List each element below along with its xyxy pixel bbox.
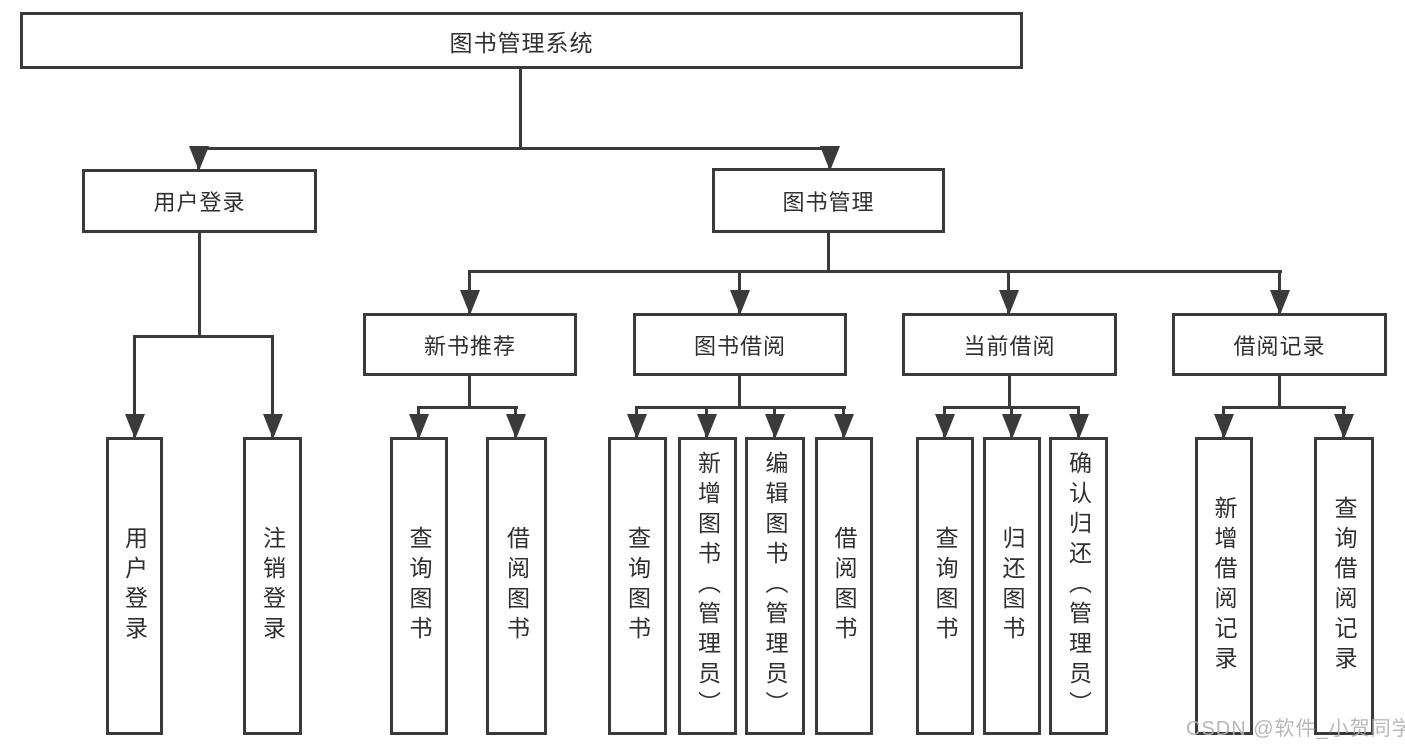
node-library-management-system: 图书管理系统 xyxy=(20,12,1023,69)
leaf-query-books-1: 查询图书 xyxy=(390,437,448,735)
connector-root-stem xyxy=(519,68,522,150)
arrow-to-query-books-2 xyxy=(635,409,638,437)
arrow-to-add-books xyxy=(705,409,708,437)
connector-root-bar xyxy=(197,147,833,150)
connector-current-borrowing-bar xyxy=(943,406,1080,409)
leaf-add-borrow-record: 新增借阅记录 xyxy=(1195,437,1253,735)
leaf-borrow-books-2: 借阅图书 xyxy=(815,437,873,735)
arrow-to-borrowing-records xyxy=(1278,273,1281,313)
leaf-add-books-admin: 新增图书（管理员） xyxy=(678,437,737,735)
arrow-to-edit-books xyxy=(773,409,776,437)
connector-new-book-bar xyxy=(417,406,518,409)
connector-borrowing-records-bar xyxy=(1222,406,1346,409)
arrow-to-user-login-leaf xyxy=(133,338,136,437)
leaf-query-books-3: 查询图书 xyxy=(916,437,974,735)
leaf-borrow-books-1: 借阅图书 xyxy=(486,437,547,735)
arrow-to-query-books-1 xyxy=(417,409,420,437)
node-book-borrowing: 图书借阅 xyxy=(633,313,847,376)
arrow-to-borrow-books-2 xyxy=(842,409,845,437)
leaf-user-login: 用户登录 xyxy=(106,437,163,735)
leaf-logout: 注销登录 xyxy=(243,437,302,735)
arrow-to-borrow-books-1 xyxy=(514,409,517,437)
leaf-edit-books-admin: 编辑图书（管理员） xyxy=(745,437,805,735)
node-new-book-recommend: 新书推荐 xyxy=(363,313,577,376)
arrow-to-new-book-recommend xyxy=(468,273,471,313)
arrow-to-book-management xyxy=(828,150,831,169)
arrow-to-confirm-return xyxy=(1077,409,1080,437)
arrow-to-current-borrowing xyxy=(1007,273,1010,313)
arrow-to-user-login xyxy=(197,150,200,169)
node-book-management: 图书管理 xyxy=(712,168,945,233)
node-borrowing-records: 借阅记录 xyxy=(1172,313,1387,376)
leaf-confirm-return-admin: 确认归还（管理员） xyxy=(1049,437,1108,735)
connector-user-login-stem xyxy=(198,233,201,338)
connector-book-borrowing-bar xyxy=(635,406,846,409)
connector-current-borrowing-stem xyxy=(1008,376,1011,409)
connector-new-book-stem xyxy=(468,376,471,409)
connector-borrowing-records-stem xyxy=(1278,376,1281,409)
leaf-query-borrow-record: 查询借阅记录 xyxy=(1314,437,1374,735)
node-current-borrowing: 当前借阅 xyxy=(902,313,1117,376)
arrow-to-query-borrow-record xyxy=(1342,409,1345,437)
leaf-return-books: 归还图书 xyxy=(983,437,1041,735)
connector-user-login-bar xyxy=(133,335,274,338)
arrow-to-logout-leaf xyxy=(271,338,274,437)
connector-book-management-bar xyxy=(468,270,1282,273)
leaf-query-books-2: 查询图书 xyxy=(608,437,667,735)
csdn-watermark: CSDN @软件_小贺同学 xyxy=(1186,718,1405,740)
arrow-to-book-borrowing xyxy=(738,273,741,313)
connector-book-borrowing-stem xyxy=(738,376,741,409)
arrow-to-add-borrow-record xyxy=(1222,409,1225,437)
node-user-login: 用户登录 xyxy=(82,169,317,233)
arrow-to-query-books-3 xyxy=(943,409,946,437)
connector-book-management-stem xyxy=(827,233,830,273)
arrow-to-return-books xyxy=(1010,409,1013,437)
